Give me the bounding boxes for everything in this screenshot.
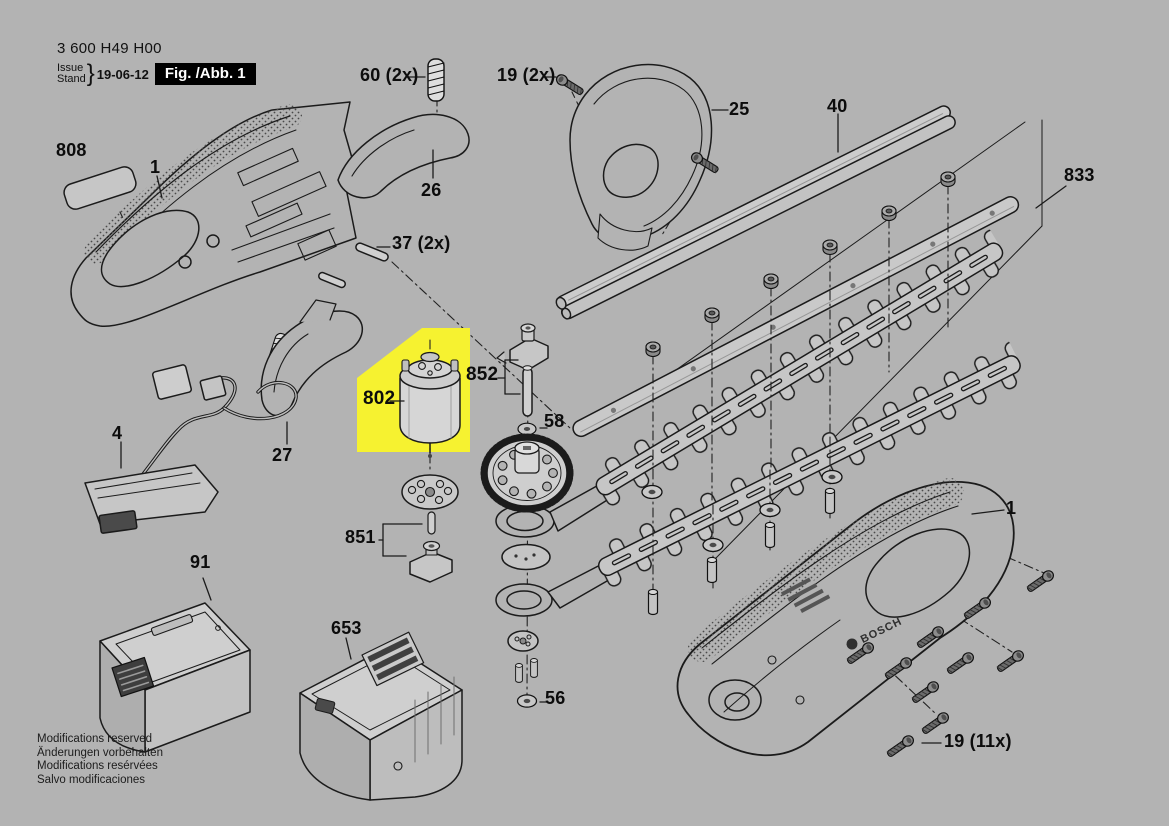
washer-58-drawing xyxy=(517,422,537,436)
label-sticker-808-drawing xyxy=(63,166,137,210)
bottom-blade-drawing xyxy=(495,339,1030,617)
eccentric-851-drawing xyxy=(409,511,453,583)
part-label-60: 60 (2x) xyxy=(360,65,419,85)
part-label-808: 808 xyxy=(56,140,87,160)
washer-56-drawing xyxy=(516,694,538,708)
part-label-1-right: 1 xyxy=(1006,498,1017,518)
drawing-header: 3 600 H49 H00 Issue Stand } 19-06-12 Fig… xyxy=(57,40,256,88)
coupling-852-drawing xyxy=(496,323,549,417)
disclaimer-line-fr: Modifications resérvées xyxy=(37,760,158,772)
part-label-37: 37 (2x) xyxy=(392,233,451,253)
link-plates-drawing xyxy=(501,543,551,683)
part-label-19-2x: 19 (2x) xyxy=(497,65,556,85)
type-number: 3 600 H49 H00 xyxy=(57,40,162,57)
label-leader-lines xyxy=(120,76,1067,744)
spring-60-drawing xyxy=(427,58,445,102)
hand-guard-25-drawing xyxy=(569,63,713,251)
part-label-25: 25 xyxy=(729,99,750,119)
part-label-852: 852 xyxy=(466,364,499,385)
part-label-27: 27 xyxy=(272,445,293,465)
part-label-91: 91 xyxy=(190,552,211,572)
disclaimer-line-es: Salvo modificaciones xyxy=(37,773,146,786)
motor-802-drawing xyxy=(399,351,461,458)
left-housing-drawing xyxy=(70,101,357,327)
blade-support-bar-drawing xyxy=(572,196,1020,438)
guide-rail-40-drawing xyxy=(555,105,956,320)
part-label-802[interactable]: 802 xyxy=(363,388,396,409)
disclaimer-line-de: Änderungen vorbehalten xyxy=(37,746,163,759)
part-label-19-11x: 19 (11x) xyxy=(944,731,1012,751)
part-label-833: 833 xyxy=(1064,165,1095,185)
switch-assembly-4-drawing xyxy=(84,364,298,534)
disclaimer-line-en: Modifications reserved xyxy=(37,733,153,745)
modifications-disclaimer: Modifications reserved Änderungen vorbeh… xyxy=(37,733,163,787)
part-label-56: 56 xyxy=(545,688,566,708)
issue-label: Issue xyxy=(57,62,84,74)
part-label-26: 26 xyxy=(421,180,442,200)
issue-date: 19-06-12 xyxy=(96,66,149,82)
pins-37-drawing xyxy=(318,242,389,289)
part-label-58: 58 xyxy=(544,411,565,431)
part-label-851: 851 xyxy=(345,527,376,547)
part-label-40: 40 xyxy=(827,96,848,116)
part-label-4: 4 xyxy=(112,423,123,443)
brace-glyph: } xyxy=(86,60,95,87)
right-housing-drawing: BOSCH xyxy=(676,478,1015,757)
charger-91-drawing xyxy=(99,602,251,753)
part-label-1-left: 1 xyxy=(150,157,161,177)
part-label-653: 653 xyxy=(331,618,362,638)
front-handle-26-drawing xyxy=(337,113,470,199)
gear-drawing xyxy=(480,433,574,513)
top-blade-drawing xyxy=(495,227,1014,538)
figure-label: Fig. /Abb. 1 xyxy=(154,63,256,85)
battery-653-drawing xyxy=(299,631,463,801)
fan-plate-drawing xyxy=(401,474,459,510)
handle-27-drawing xyxy=(260,299,364,417)
stand-label: Stand xyxy=(57,73,86,85)
